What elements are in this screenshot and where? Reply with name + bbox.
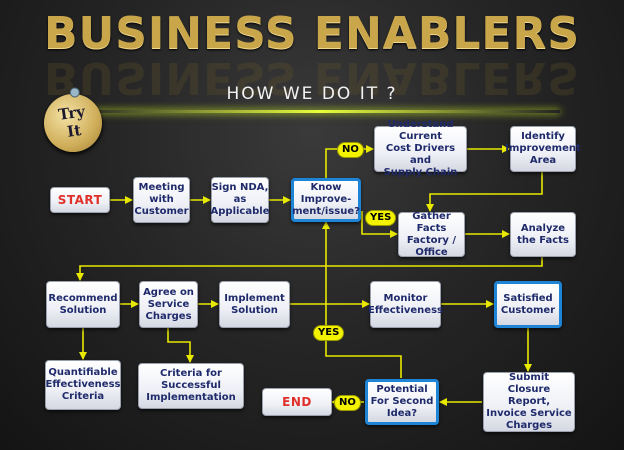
no-label-top: NO	[337, 142, 364, 158]
arrow-identify-gather	[426, 172, 543, 212]
criteria-success-node: Criteria for Successful Implementation	[138, 363, 244, 409]
arrow-know-gather-yes	[361, 211, 398, 238]
understand-cost-node: Understand Current Cost Drivers and Supp…	[374, 119, 467, 178]
implement-node: Implement Solution	[219, 281, 290, 328]
arrow-analyze-recommend	[76, 257, 543, 281]
sign-nda-node: Sign NDA, as Applicable	[211, 177, 269, 223]
potential-second-node: Potential For Second Idea?	[365, 379, 439, 425]
start-node: START	[50, 187, 110, 213]
quantifiable-node: Quantifiable Effectiveness Criteria	[45, 360, 121, 410]
monitor-node: Monitor Effectiveness	[368, 281, 443, 328]
glow-divider	[80, 110, 560, 113]
know-improvement-node: Know Improve- ment/issue?	[291, 178, 361, 222]
gather-facts-node: Gather Facts Factory / Office	[398, 211, 465, 258]
agree-charges-node: Agree on Service Charges	[139, 281, 198, 328]
satisfied-node: Satisfied Customer	[494, 281, 562, 328]
arrow-potential-know-yes	[322, 221, 402, 378]
identify-improvement-node: Identify Improvement Area	[505, 126, 581, 172]
arrow-agree-criteria	[167, 328, 194, 363]
end-node: END	[262, 388, 332, 416]
submit-closure-node: Submit Closure Report, Invoice Service C…	[483, 372, 575, 432]
yes-label-middle: YES	[365, 210, 397, 226]
recommend-node: Recommend Solution	[46, 281, 120, 328]
yes-label-bottom: YES	[313, 325, 345, 341]
meeting-node: Meeting with Customer	[133, 177, 190, 223]
page-title: BUSINESS ENABLERS	[43, 8, 581, 59]
analyze-facts-node: Analyze the Facts	[510, 212, 576, 257]
page-subtitle: HOW WE DO IT ?	[226, 84, 398, 104]
no-label-bottom: NO	[334, 395, 361, 411]
